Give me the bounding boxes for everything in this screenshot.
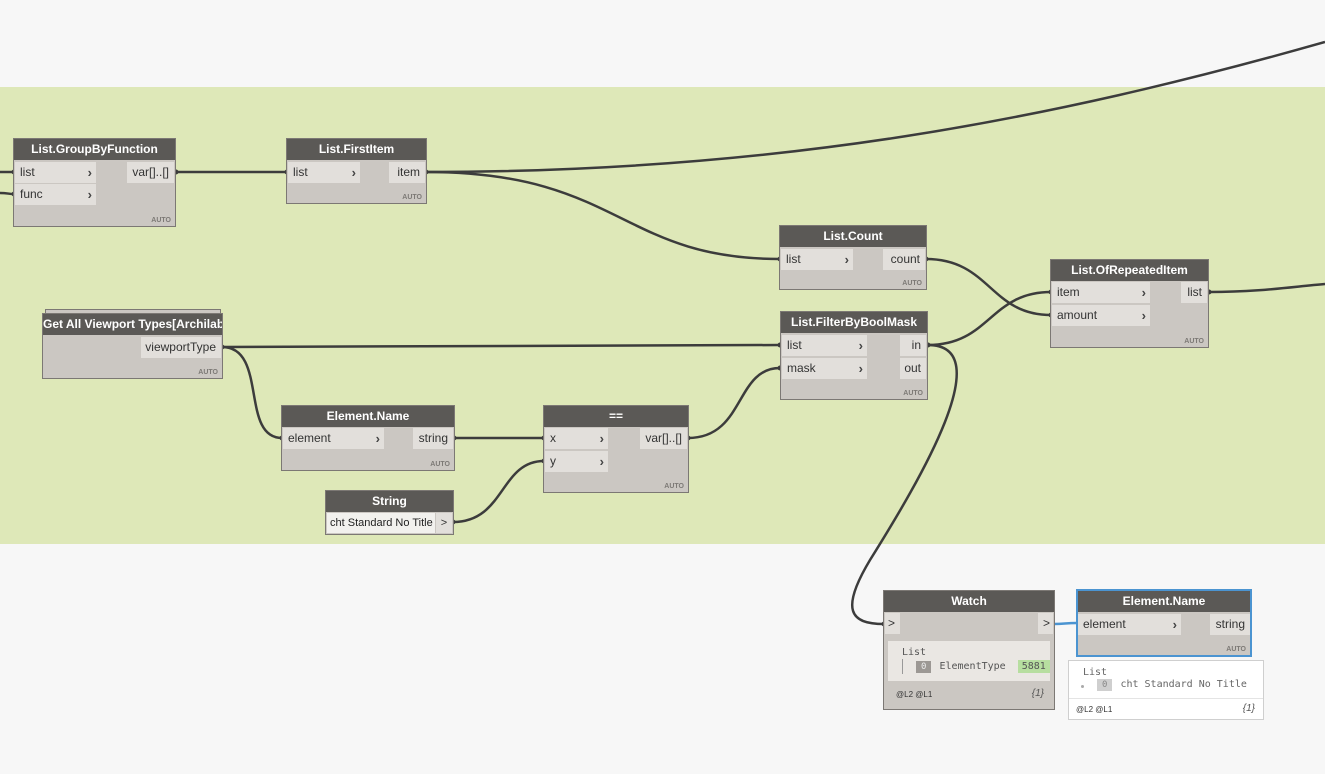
bullet-icon xyxy=(1081,685,1084,688)
output-port-viewporttype[interactable]: viewportType xyxy=(141,337,221,358)
input-port-element[interactable]: element› xyxy=(283,428,384,449)
input-port-func[interactable]: func› xyxy=(15,184,96,205)
chevron-right-icon: › xyxy=(858,338,863,353)
node-element-name[interactable]: Element.Name element› string AUTO xyxy=(281,405,455,471)
output-port-out[interactable]: out xyxy=(900,358,926,379)
node-title: Get All Viewport Types[Archilab] xyxy=(43,314,222,335)
node-preview-bubble: List 0 cht Standard No Title @L2 @L1 {1} xyxy=(1068,660,1264,720)
lacing-label: AUTO xyxy=(664,483,684,490)
output-port-var[interactable]: var[]..[] xyxy=(640,428,687,449)
chevron-right-icon: › xyxy=(858,361,863,376)
list-label: List xyxy=(1083,667,1108,678)
input-port-x[interactable]: x› xyxy=(545,428,608,449)
list-count: {1} xyxy=(1031,688,1044,699)
node-title: Element.Name xyxy=(282,406,454,427)
list-label: List xyxy=(902,647,927,658)
chevron-right-icon: › xyxy=(1141,308,1146,323)
input-port[interactable]: > xyxy=(885,613,900,634)
list-levels: @L2 @L1 xyxy=(896,690,933,699)
node-list-count[interactable]: List.Count list› count AUTO xyxy=(779,225,927,290)
output-port-string[interactable]: string xyxy=(413,428,453,449)
list-item: 0 ElementType 5881 xyxy=(916,660,1050,673)
chevron-right-icon: › xyxy=(599,431,604,446)
lacing-label: AUTO xyxy=(902,280,922,287)
node-title: == xyxy=(544,406,688,427)
node-string[interactable]: String cht Standard No Title > xyxy=(325,490,454,535)
divider xyxy=(1069,698,1263,699)
input-port-amount[interactable]: amount› xyxy=(1052,305,1150,326)
output-port-count[interactable]: count xyxy=(883,249,925,270)
list-count: {1} xyxy=(1242,703,1255,714)
node-title: List.GroupByFunction xyxy=(14,139,175,160)
item-index: 0 xyxy=(1097,679,1113,691)
list-item: 0 cht Standard No Title xyxy=(1097,679,1247,691)
input-port-y[interactable]: y› xyxy=(545,451,608,472)
node-element-name-selected[interactable]: Element.Name element› string AUTO xyxy=(1076,589,1252,657)
output-port-var[interactable]: var[]..[] xyxy=(127,162,174,183)
item-value: 5881 xyxy=(1017,660,1050,673)
input-port-item[interactable]: item› xyxy=(1052,282,1150,303)
input-port-mask[interactable]: mask› xyxy=(782,358,867,379)
output-port-in[interactable]: in xyxy=(900,335,926,356)
node-title: List.Count xyxy=(780,226,926,247)
output-port-list[interactable]: list xyxy=(1181,282,1207,303)
output-port-item[interactable]: item xyxy=(389,162,425,183)
string-value-input[interactable]: cht Standard No Title xyxy=(327,513,435,533)
lacing-label: AUTO xyxy=(1226,646,1246,653)
input-port-list[interactable]: list› xyxy=(781,249,853,270)
output-port-string[interactable]: string xyxy=(1210,614,1250,635)
item-value: cht Standard No Title xyxy=(1120,679,1247,690)
node-list-firstitem[interactable]: List.FirstItem list› item AUTO xyxy=(286,138,427,204)
node-title: String xyxy=(326,491,453,512)
watch-preview-list: List 0 ElementType 5881 xyxy=(888,641,1050,681)
item-index: 0 xyxy=(916,661,932,673)
node-title: List.FilterByBoolMask xyxy=(781,312,927,333)
lacing-label: AUTO xyxy=(1184,338,1204,345)
input-port-list[interactable]: list› xyxy=(782,335,867,356)
wire-watch-to-element xyxy=(1053,621,1078,626)
node-title: Watch xyxy=(884,591,1054,612)
chevron-right-icon: › xyxy=(1141,285,1146,300)
output-port-string[interactable]: > xyxy=(436,513,452,533)
lacing-label: AUTO xyxy=(198,369,218,376)
chevron-right-icon: › xyxy=(1172,617,1177,632)
lacing-label: AUTO xyxy=(430,461,450,468)
node-equals[interactable]: == x› y› var[]..[] AUTO xyxy=(543,405,689,493)
tree-line xyxy=(902,659,903,674)
input-port-element[interactable]: element› xyxy=(1078,614,1181,635)
chevron-right-icon: › xyxy=(375,431,380,446)
list-levels: @L2 @L1 xyxy=(1076,705,1113,714)
node-list-ofrepeateditem[interactable]: List.OfRepeatedItem item› amount› list A… xyxy=(1050,259,1209,348)
item-label: ElementType xyxy=(939,661,1006,672)
node-title: Element.Name xyxy=(1078,591,1250,612)
lacing-label: AUTO xyxy=(903,390,923,397)
output-port[interactable]: > xyxy=(1038,613,1053,634)
input-port-list[interactable]: list› xyxy=(15,162,96,183)
node-watch[interactable]: Watch > > List 0 ElementType 5881 @L2 @L… xyxy=(883,590,1055,710)
node-list-filterbyboolmask[interactable]: List.FilterByBoolMask list› mask› in out… xyxy=(780,311,928,400)
chevron-right-icon: › xyxy=(599,454,604,469)
chevron-right-icon: › xyxy=(351,165,356,180)
node-get-all-viewport-types[interactable]: Get All Viewport Types[Archilab] viewpor… xyxy=(42,313,223,379)
chevron-right-icon: › xyxy=(87,187,92,202)
node-title: List.FirstItem xyxy=(287,139,426,160)
chevron-right-icon: › xyxy=(844,252,849,267)
input-port-list[interactable]: list› xyxy=(288,162,360,183)
lacing-label: AUTO xyxy=(402,194,422,201)
lacing-label: AUTO xyxy=(151,217,171,224)
chevron-right-icon: › xyxy=(87,165,92,180)
node-list-groupbyfunction[interactable]: List.GroupByFunction list› func› var[]..… xyxy=(13,138,176,227)
node-title: List.OfRepeatedItem xyxy=(1051,260,1208,281)
